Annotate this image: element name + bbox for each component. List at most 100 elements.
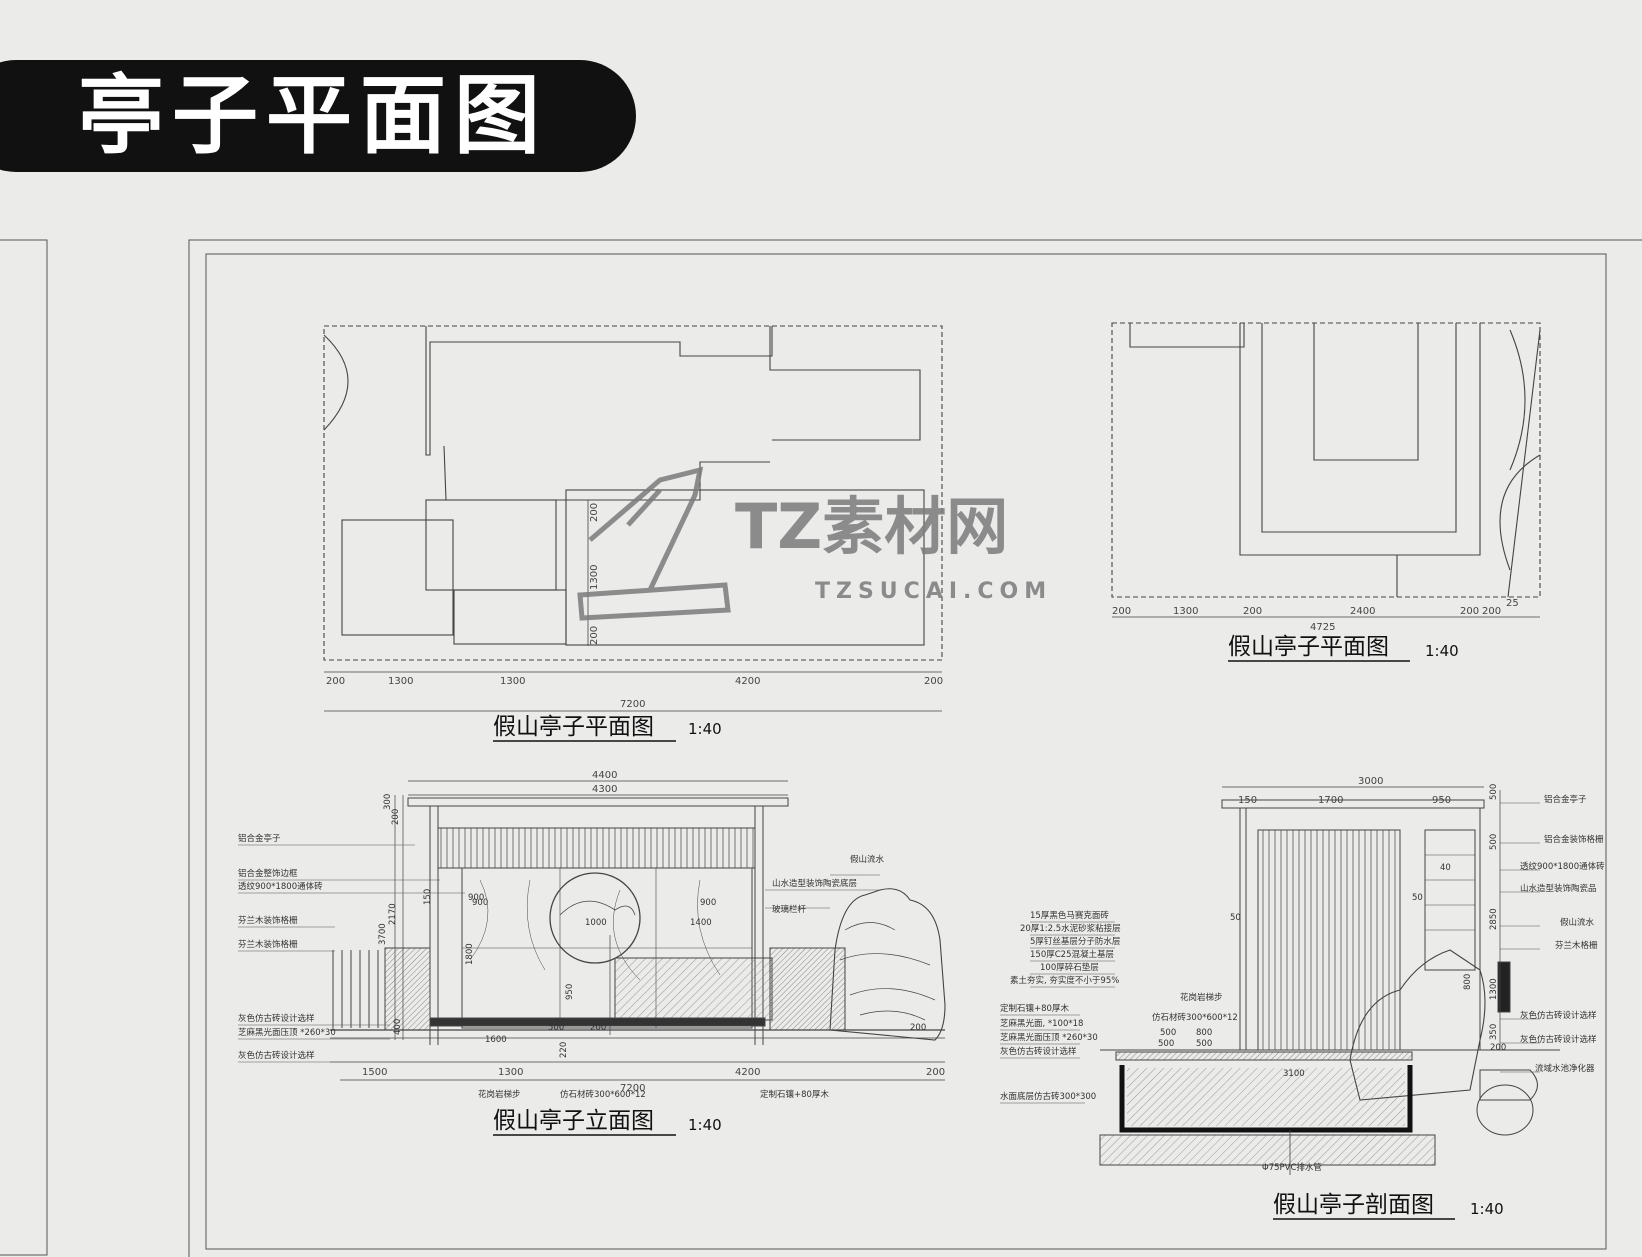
elev-dim-top-1-text: 4400 [592, 770, 617, 781]
section-dim-inner-4: 500 [1160, 1028, 1176, 1038]
plan-b-scale: 1:40 [1425, 642, 1459, 660]
section-dim-top-3: 1700 [1318, 795, 1343, 806]
plan-b-dim-2: 1300 [1173, 606, 1198, 617]
plan-b-frame-inner [1261, 323, 1457, 533]
elev-dim-total: 7200 [620, 1083, 645, 1094]
plan-a-dim-4: 4200 [735, 676, 760, 687]
page-title: 亭子平面图 [78, 66, 548, 166]
plan-a-side-dim-2: 1300 [589, 565, 600, 590]
elev-dim-bottom-1: 1500 [362, 1067, 387, 1078]
plan-a-dim-5: 200 [924, 676, 943, 687]
elevation-dims: 4400 4300 1500 1300 4200 200 7200 900 90… [362, 770, 945, 1094]
section-label-mid-1: 花岗岩梯步 [1180, 992, 1223, 1003]
section-label-right-4: 山水造型装饰陶瓷品 [1520, 883, 1597, 894]
plan-b-dim-1: 200 [1112, 606, 1131, 617]
watermark-main-text: TZ素材网 [735, 490, 1008, 563]
elev-dim-inner-5: 1400 [690, 918, 712, 928]
section-lattice-screen [1257, 829, 1401, 1051]
elev-rockery [829, 888, 946, 1041]
section-label-left-11: 水面底层仿古砖300*300 [1000, 1091, 1096, 1102]
section-label-right-5: 假山流水 [1560, 917, 1595, 928]
elev-dim-inner-9: 500 [548, 1023, 564, 1033]
section-dim-vert-3: 800 [1463, 974, 1473, 990]
section-rockery [1349, 949, 1486, 1101]
elev-dim-vert-text-6: 200 [391, 809, 401, 825]
elev-dim-vert-text-1: 3700 [378, 923, 388, 945]
section-pump-column [1497, 961, 1511, 1013]
plan-b-frame-outer [1239, 323, 1481, 556]
section-label-right-6: 芬兰木格栅 [1555, 940, 1598, 951]
section-dim-inner-2: 50 [1230, 913, 1241, 923]
section-filter-tank [1476, 1084, 1534, 1136]
elevation [330, 780, 946, 1081]
elev-water-edge [429, 1017, 766, 1027]
elev-timber-screen [332, 950, 379, 1028]
elevation-title: 假山亭子立面图 [493, 1108, 654, 1134]
elev-marble-veins [469, 879, 721, 981]
plan-b-dim-7: 25 [1506, 598, 1519, 609]
elev-dim-inner-6: 1600 [485, 1035, 507, 1045]
plan-a-stone-2 [769, 326, 921, 441]
elev-label-bottom-2: 仿石材砖300*600*12 [560, 1089, 646, 1100]
plan-b-dim-3: 200 [1243, 606, 1262, 617]
elev-label-left-8: 灰色仿古砖设计选样 [238, 1050, 315, 1061]
section-dim-inner-3: 40 [1440, 863, 1451, 873]
section-label-left-9: 芝麻黑光面压顶 *260*30 [1000, 1032, 1098, 1043]
elev-dim-vert-text-5: 400 [393, 1019, 403, 1035]
elevation-labels: 铝合金亭子 铝合金整饰边框 透纹900*1800通体砖 芬兰木装饰格栅 芬兰木装… [238, 833, 885, 1100]
section-deck-slab [1115, 1051, 1413, 1061]
section-label-left-7: 定制石镶+80厚木 [1000, 1003, 1069, 1014]
plan-b-title: 假山亭子平面图 [1228, 634, 1389, 660]
plan-a-stone-4 [341, 519, 454, 636]
elev-label-left-5: 芬兰木装饰格栅 [238, 939, 298, 950]
watermark-sub-text: TZSUCAI.COM [815, 579, 1052, 604]
section-dim-top-2: 150 [1238, 795, 1257, 806]
plan-a-boundary [323, 325, 943, 661]
plan-b-frame-core [1313, 323, 1419, 461]
elev-label-bottom-3: 定制石镶+80厚木 [760, 1089, 829, 1100]
elev-roof [407, 797, 789, 807]
elev-glass-railing [614, 957, 773, 1021]
plan-b-caption: 假山亭子平面图 1:40 [1228, 634, 1459, 662]
section-label-left-6: 素土夯实, 夯实度不小于95% [1010, 975, 1119, 986]
plan-b-stone-1 [1129, 323, 1245, 348]
left-sheet-frame [0, 239, 48, 1256]
elev-dim-vert-text-8: 150 [423, 889, 433, 905]
elev-dim-bottom-4: 200 [926, 1067, 945, 1078]
plan-a-title: 假山亭子平面图 [493, 714, 654, 740]
plan-b-dim-4: 2400 [1350, 606, 1375, 617]
section-dim-top-4: 950 [1432, 795, 1451, 806]
elev-planter-left [384, 947, 431, 1031]
elev-dim-bottom-2: 1300 [498, 1067, 523, 1078]
section-dim-top-1: 3000 [1358, 776, 1383, 787]
section-dim-inner-1: 50 [1412, 893, 1423, 903]
section-label-right-7: 灰色仿古砖设计选样 [1520, 1010, 1597, 1021]
section-label-left-1: 15厚黑色马赛克面砖 [1030, 910, 1109, 921]
plan-a-planting-arc [323, 334, 349, 431]
elev-moon-landscape [559, 900, 636, 916]
section-label-left-4: 150厚C25混凝土基层 [1030, 949, 1114, 960]
elev-dim-vert-text-7: 300 [383, 794, 393, 810]
elev-lattice-panel [437, 827, 756, 869]
elev-label-bottom-1: 花岗岩梯步 [478, 1089, 521, 1100]
elev-planter-right [769, 947, 846, 1031]
elev-dim-bottom-3: 4200 [735, 1067, 760, 1078]
section-dim-vert-1: 2850 [1489, 908, 1499, 930]
section-dim-vert-6: 500 [1489, 784, 1499, 800]
section-pool-water [1127, 1068, 1405, 1126]
section-dim-vert-2: 1300 [1489, 978, 1499, 1000]
section-pool-liner [1119, 1065, 1413, 1133]
plan-a-deck [565, 489, 925, 646]
elevation-scale: 1:40 [688, 1116, 722, 1134]
elev-dim-top-2-text: 4300 [592, 784, 617, 795]
section-label-bottom-1: Φ75PVC排水管 [1262, 1162, 1322, 1173]
sheet-frames [0, 239, 1642, 1257]
elev-dim-vert-text-4: 950 [565, 984, 575, 1000]
section-caption: 假山亭子剖面图 1:40 [1273, 1192, 1504, 1220]
plan-a-caption: 假山亭子平面图 1:40 [493, 714, 722, 742]
section-label-right-1: 铝合金亭子 [1544, 794, 1587, 805]
plan-a-stone-6 [453, 589, 567, 645]
plan-b-planting-arc-1 [1509, 329, 1526, 471]
section-dim-vert-5: 350 [1489, 1024, 1499, 1040]
section-label-left-8: 芝麻黑光面, *100*18 [1000, 1018, 1083, 1029]
